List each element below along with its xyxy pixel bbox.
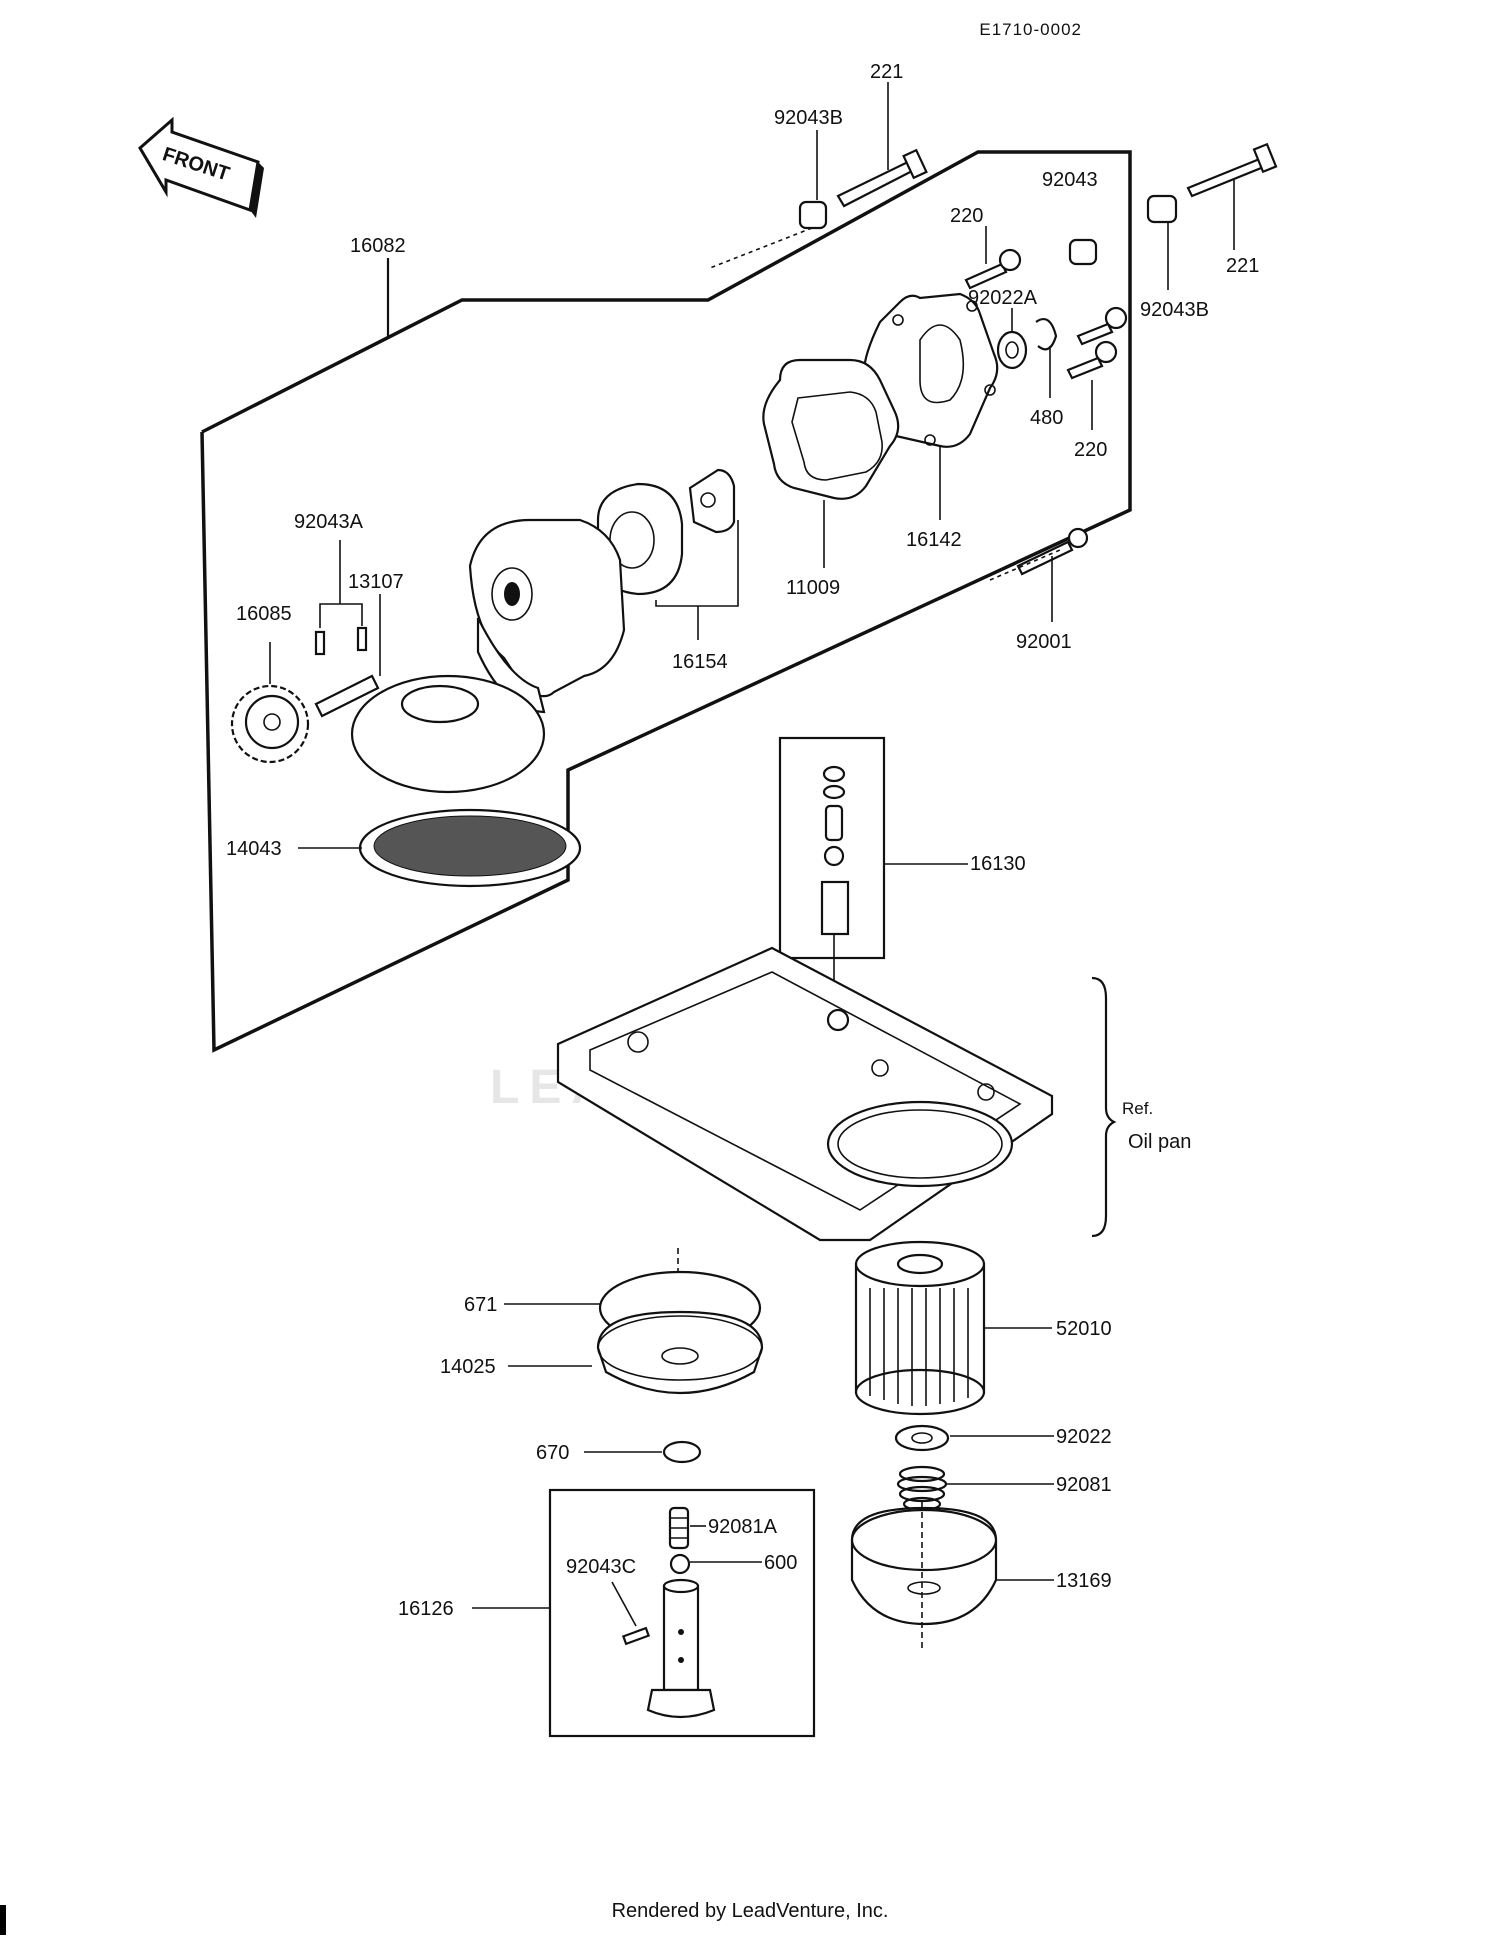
- spring-92081A: [668, 1506, 690, 1550]
- pins-92043A: [314, 626, 368, 656]
- collar-92043B-right: [1146, 194, 1178, 224]
- label-92022A: 92022A: [968, 287, 1038, 309]
- label-220-right: 220: [1074, 439, 1107, 461]
- label-671: 671: [464, 1294, 497, 1316]
- washer-92022: [894, 1424, 950, 1452]
- label-92001: 92001: [1016, 631, 1072, 653]
- o-ring-670: [662, 1440, 702, 1464]
- oil-screen-14025: [596, 1310, 764, 1394]
- collar-92043B-top: [798, 200, 828, 230]
- bolt-221-right: [1186, 142, 1278, 198]
- pump-body: [468, 518, 626, 714]
- bypass-valve-body: [646, 1578, 716, 1719]
- relief-valve-parts: [820, 765, 850, 1000]
- oil-filter-52010: [854, 1240, 986, 1416]
- collar-92043: [1068, 238, 1098, 266]
- label-600: 600: [764, 1552, 797, 1574]
- filter-cover-13169: [850, 1506, 998, 1626]
- footer-credit: Rendered by LeadVenture, Inc.: [611, 1900, 889, 1922]
- label-221-top: 221: [870, 61, 903, 83]
- label-16130: 16130: [970, 853, 1026, 875]
- edge-mark: [0, 1905, 6, 1935]
- label-92043A: 92043A: [294, 511, 364, 533]
- label-11009: 11009: [786, 577, 840, 599]
- gasket-11009: [762, 358, 900, 500]
- circlip-480: [1035, 318, 1058, 351]
- label-220-top: 220: [950, 205, 983, 227]
- label-480: 480: [1030, 407, 1063, 429]
- label-92043B-right: 92043B: [1140, 299, 1209, 321]
- pin-92043C: [621, 1626, 651, 1646]
- label-92022: 92022: [1056, 1426, 1112, 1448]
- label-14043: 14043: [226, 838, 282, 860]
- label-92081A: 92081A: [708, 1516, 778, 1538]
- label-92081: 92081: [1056, 1474, 1112, 1496]
- label-670: 670: [536, 1442, 569, 1464]
- diagram-code: E1710-0002: [979, 20, 1082, 39]
- label-16082: 16082: [350, 235, 406, 257]
- shaft-13107: [314, 674, 380, 718]
- relief-valve-box-16130: [778, 736, 886, 960]
- label-52010: 52010: [1056, 1318, 1112, 1340]
- label-13107: 13107: [348, 571, 404, 593]
- label-221-right: 221: [1226, 255, 1259, 277]
- label-14025: 14025: [440, 1356, 496, 1378]
- bypass-valve-box-16126: [548, 1488, 816, 1738]
- pump-assembly-outline: [200, 150, 1132, 1053]
- sprocket-16085: [230, 684, 310, 764]
- oil-pan-bracket: [1091, 976, 1117, 1238]
- label-92043C: 92043C: [566, 1556, 636, 1578]
- label-16126: 16126: [398, 1598, 454, 1620]
- bolt-221-top: [836, 148, 928, 208]
- washer-92022A: [996, 330, 1028, 370]
- bolt-220-right: [1066, 306, 1128, 380]
- strainer-14043: [358, 808, 582, 888]
- pump-base-plate: [350, 674, 546, 794]
- label-13169: 13169: [1056, 1570, 1112, 1592]
- bolt-220-top: [964, 248, 1022, 290]
- ref-label: Ref.: [1122, 1099, 1153, 1118]
- label-16154: 16154: [672, 651, 728, 673]
- ref-name: Oil pan: [1128, 1131, 1191, 1153]
- label-92043B-top: 92043B: [774, 107, 843, 129]
- oil-pan-reference: [556, 946, 1054, 1242]
- label-16085: 16085: [236, 603, 292, 625]
- front-arrow-icon: FRONT: [138, 116, 264, 218]
- label-16142: 16142: [906, 529, 962, 551]
- label-92043: 92043: [1042, 169, 1098, 191]
- ball-600: [669, 1553, 691, 1575]
